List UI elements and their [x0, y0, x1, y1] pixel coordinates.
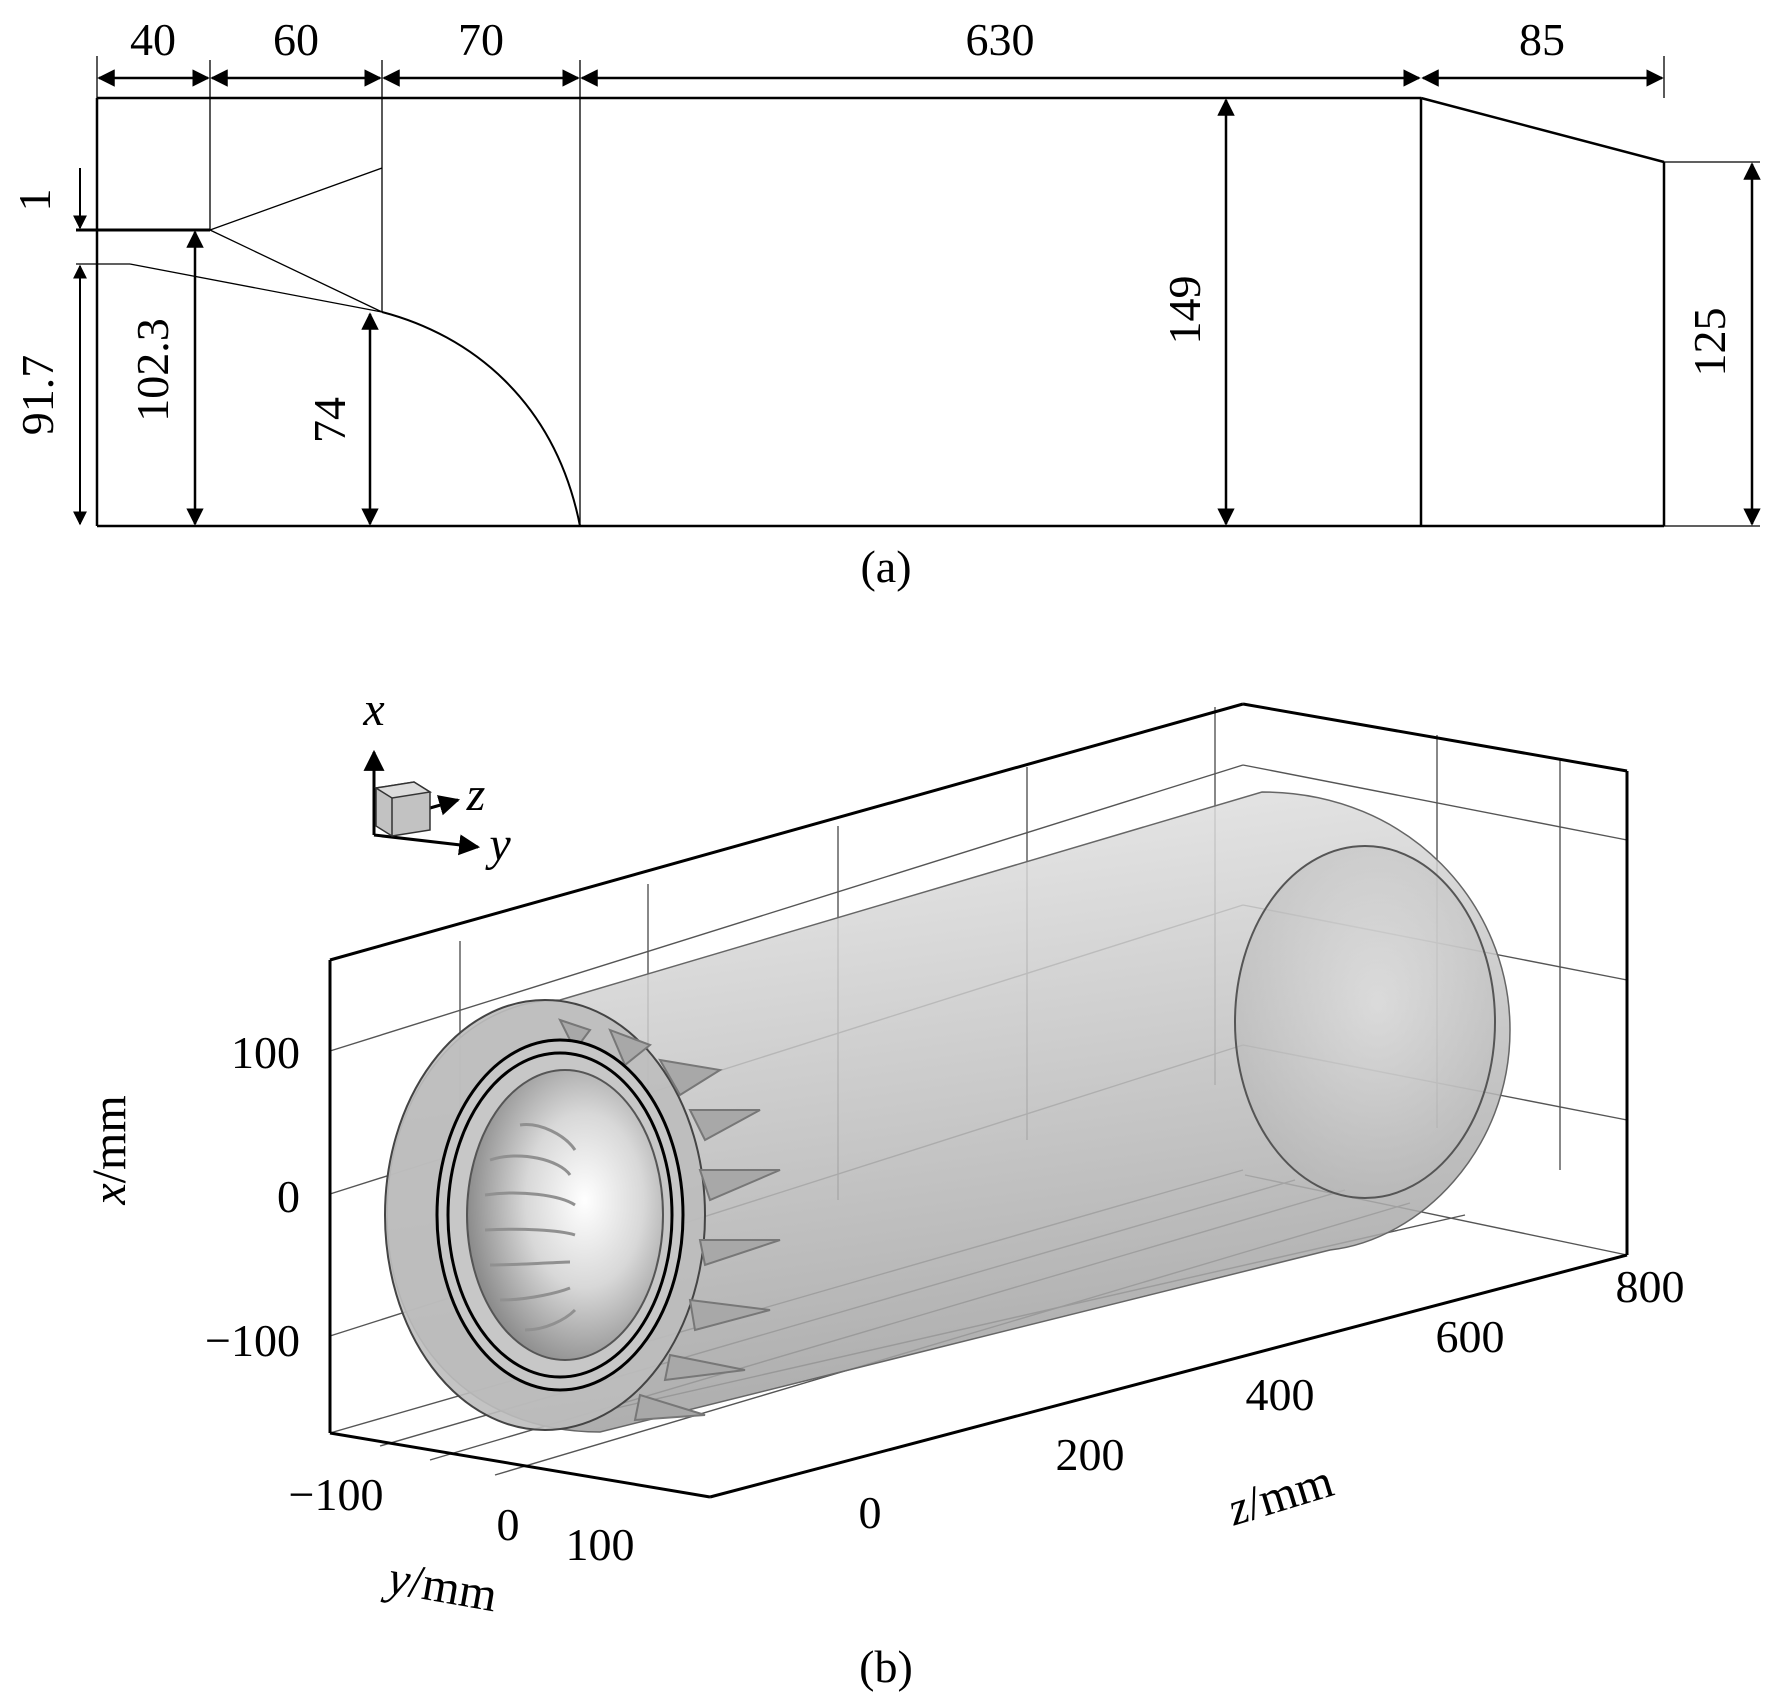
panel-a-horizontal-dims: 40 60 70 630 85 — [96, 14, 1665, 98]
x-axis-title: x/mm — [83, 1095, 136, 1205]
triad-z-label: z — [466, 768, 486, 821]
y-axis-title: y/mm — [379, 1550, 501, 1622]
z-tick-400: 400 — [1246, 1369, 1315, 1420]
x-tick-100: 100 — [231, 1027, 300, 1078]
z-tick-0: 0 — [859, 1487, 882, 1538]
panel-a-geometry — [76, 60, 1760, 528]
y-tick-100: 100 — [566, 1519, 635, 1570]
panel-b-frame — [328, 702, 1629, 1499]
triad-x-label: x — [362, 683, 384, 736]
z-tick-600: 600 — [1436, 1311, 1505, 1362]
z-tick-800: 800 — [1616, 1261, 1685, 1312]
panel-b-ticks: 100 0 −100 −100 0 100 0 200 400 600 800 — [205, 1027, 1684, 1570]
dim-85: 85 — [1519, 14, 1565, 65]
y-tick-0: 0 — [497, 1499, 520, 1550]
dim-60: 60 — [273, 14, 319, 65]
dim-630: 630 — [966, 14, 1035, 65]
y-tick-neg100: −100 — [289, 1469, 384, 1520]
x-tick-neg100: −100 — [205, 1315, 300, 1366]
dim-91-7: 91.7 — [12, 355, 63, 436]
dim-125: 125 — [1684, 308, 1735, 377]
dim-102-3: 102.3 — [127, 318, 178, 422]
triad-y-label: y — [484, 818, 511, 871]
x-tick-0: 0 — [277, 1171, 300, 1222]
orientation-triad: x z y — [362, 683, 511, 871]
dim-40: 40 — [130, 14, 176, 65]
z-tick-200: 200 — [1056, 1429, 1125, 1480]
panel-a-vertical-dims: 1 91.7 102.3 74 149 125 — [9, 98, 1761, 526]
z-axis-title: z/mm — [1221, 1454, 1339, 1536]
caption-a: (a) — [860, 541, 911, 592]
dim-149: 149 — [1159, 276, 1210, 345]
panel-b-cylinder — [384, 791, 1511, 1433]
caption-b: (b) — [859, 1641, 913, 1692]
dim-70: 70 — [458, 14, 504, 65]
dim-74: 74 — [304, 397, 355, 443]
dim-1: 1 — [9, 189, 60, 212]
